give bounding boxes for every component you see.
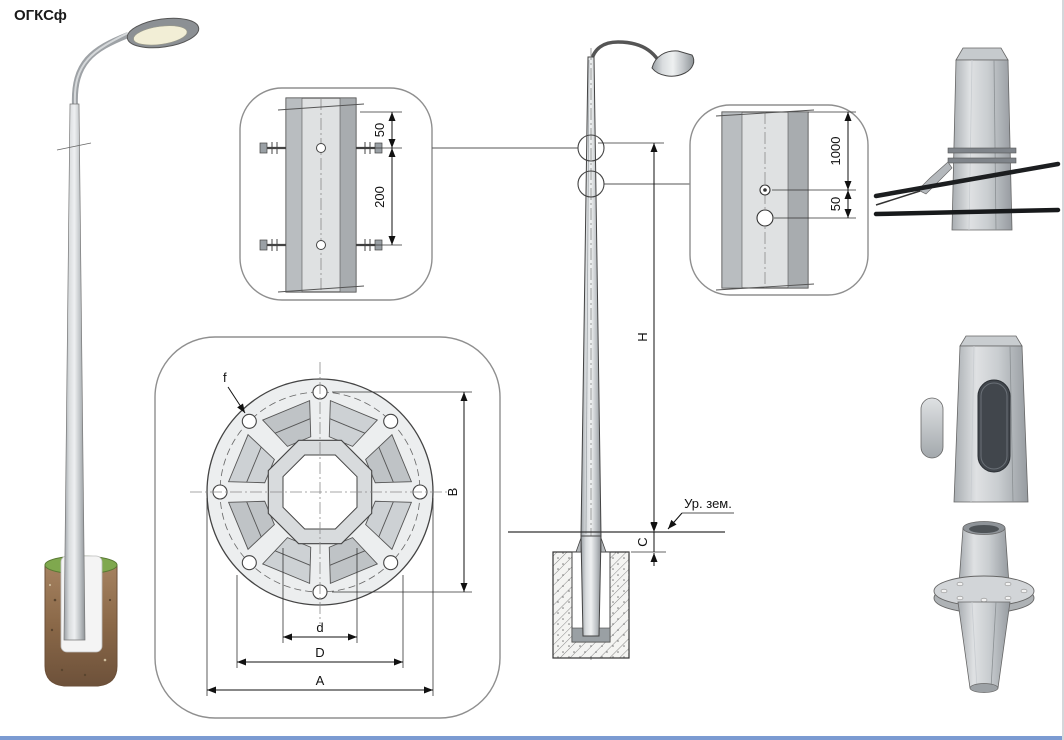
band-clamp	[947, 157, 1017, 164]
dim-label-d: d	[316, 620, 323, 635]
skirt-bottom	[969, 683, 999, 693]
foundation-anchor-3d	[933, 521, 1035, 693]
page-title: ОГКСф	[14, 7, 67, 24]
dim-label-1000: 1000	[828, 137, 843, 166]
dim-label-50: 50	[372, 123, 387, 137]
top-plate-detail-callout: 50 200	[239, 87, 433, 301]
cable-hole	[756, 209, 774, 227]
cable	[873, 161, 1061, 199]
lamp-pole-3d	[44, 17, 200, 687]
detail-marker-circle	[577, 134, 605, 162]
band-clamp	[947, 147, 1017, 154]
pole-body	[951, 59, 1013, 231]
ground-label: Ур. зем.	[684, 496, 732, 511]
pole-embedded	[580, 535, 602, 637]
dim-label-A: A	[316, 673, 325, 688]
pole-facet-line	[968, 59, 973, 231]
tube-opening	[969, 525, 999, 533]
drop-wire	[875, 190, 921, 206]
anchor-skirt	[957, 601, 1011, 689]
door-leaf	[920, 397, 944, 459]
base-flare-right	[600, 537, 607, 553]
pole-top-face	[959, 335, 1023, 347]
door-opening-rim	[980, 382, 1008, 470]
break-mark	[277, 103, 365, 111]
cable-clamp-3d	[873, 47, 1061, 231]
hole-detail-callout: 1000 50	[689, 104, 869, 296]
pole-facet-right	[787, 111, 809, 289]
window-border-right	[1062, 0, 1064, 740]
pole-facet-right	[339, 97, 357, 293]
door-opening	[977, 379, 1011, 473]
bolt-hole	[316, 143, 326, 153]
dim-label-D: D	[315, 645, 324, 660]
pole-facet-line	[970, 345, 975, 503]
leader-f	[227, 386, 246, 414]
cable	[873, 207, 1061, 217]
dim-label-f: f	[223, 370, 227, 385]
lamp-arm-highlight	[73, 32, 129, 105]
pole-facet-left	[285, 97, 303, 293]
dim-label-200: 200	[372, 186, 387, 208]
break-mark	[715, 283, 815, 291]
dim-label-H: H	[635, 332, 650, 341]
ground-leader	[667, 512, 683, 530]
bolt-point-center	[763, 188, 767, 192]
pole-facet-line	[585, 59, 590, 535]
dim-label-C: C	[635, 537, 650, 546]
pole-facet-left	[721, 111, 743, 289]
pole-elevation: H Ур. зем. C	[432, 40, 734, 662]
pole-shaft-3d	[63, 103, 86, 641]
bolt-hole	[316, 240, 326, 250]
skirt-facet-line	[971, 601, 978, 689]
base-flare-left	[575, 537, 582, 553]
detail-marker-circle	[577, 170, 605, 198]
lamp-arm	[589, 40, 660, 63]
pole-facet-line	[993, 59, 997, 231]
lamp-arm-3d	[71, 32, 130, 107]
break-mark	[715, 109, 815, 117]
pole-facet-line	[1009, 345, 1014, 503]
base-flange-plan-callout: f B d D A	[154, 336, 501, 719]
flange-bolt-holes	[212, 384, 428, 600]
dim-label-50: 50	[828, 197, 843, 211]
lamp-head-3d	[126, 17, 200, 49]
luminaire	[651, 50, 695, 77]
window-border-bottom	[0, 736, 1064, 740]
dim-label-B: B	[445, 488, 460, 497]
pole-top-face	[955, 47, 1009, 61]
access-door-3d	[920, 335, 1029, 503]
break-mark	[277, 285, 365, 293]
skirt-facet-line	[990, 601, 997, 689]
break-mark	[56, 142, 92, 151]
